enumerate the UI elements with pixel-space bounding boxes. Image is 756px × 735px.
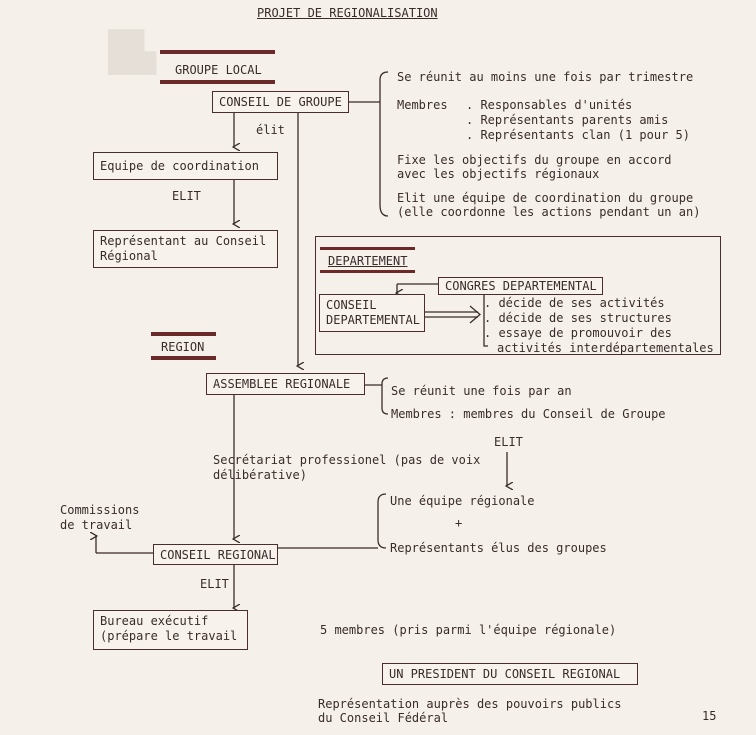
membre-bullet-2: . Représentants parents amis [466,113,669,127]
conseil-de-groupe-box: CONSEIL DE GROUPE [212,91,349,113]
section-bar-groupe [160,50,275,54]
heading-groupe-local: GROUPE LOCAL [175,63,262,77]
commissions-line-1: Commissions [60,503,140,517]
fixe-line-2: avec les objectifs régionaux [397,167,600,181]
elit-label-4: ELIT [200,577,229,591]
conseil-regional-box: CONSEIL REGIONAL [153,544,278,565]
bleed-through-texture: ███ ████ [108,29,157,75]
section-bar-region-bottom [151,356,216,360]
departement-bar-top [320,247,415,250]
representant-line-1: Représentant au Conseil [100,234,267,248]
equipe-regionale: Une équipe régionale [390,494,535,508]
representant-box: Représentant au Conseil Régional [93,230,278,268]
heading-departement: DEPARTEMENT [328,254,408,268]
conseil-reunit: Se réunit au moins une fois par trimestr… [397,70,694,84]
section-bar-groupe-bottom [160,80,275,84]
bureau-line-2: (prépare le travail [100,629,238,643]
representation-line-1: Représentation auprès des pouvoirs publi… [318,697,622,711]
conseil-dep-line-2: DEPARTEMENTAL [326,313,420,327]
representation-line-2: du Conseil Fédéral [318,711,449,725]
bureau-line-1: Bureau exécutif [100,614,209,628]
dep-item-3: . essaye de promouvoir des [484,326,672,340]
bureau-executif-box: Bureau exécutif (prépare le travail [93,610,248,650]
congres-departemental-box: CONGRES DEPARTEMENTAL [438,277,603,295]
membre-bullet-3: . Représentants clan (1 pour 5) [466,128,690,142]
membres-label: Membres [397,98,448,112]
secretariat-line-1: Secrétariat professionel (pas de voix [213,453,481,467]
cinq-membres: 5 membres (pris parmi l'équipe régionale… [320,623,617,637]
commissions-line-2: de travail [60,518,133,532]
departement-frame [315,236,721,355]
plus-sign: + [455,516,463,530]
elit-equipe-line-2: (elle coordonne les actions pendant un a… [397,205,701,219]
assemblee-membres: Membres : membres du Conseil de Groupe [391,407,666,421]
representant-line-2: Régional [100,249,158,263]
page-title: PROJET DE REGIONALISATION [257,6,438,20]
elit-label-1: élit [256,123,285,137]
dep-item-4: activités interdépartementales [497,341,714,355]
secretariat-line-2: délibérative) [213,468,307,482]
elit-label-3: ELIT [494,435,523,449]
departement-bar-bottom [320,270,415,273]
conseil-departemental-box: CONSEIL DEPARTEMENTAL [319,294,425,332]
elit-equipe-line-1: Elit une équipe de coordination du group… [397,191,694,205]
assemblee-regionale-box: ASSEMBLEE REGIONALE [206,373,365,395]
membre-bullet-1: . Responsables d'unités [466,98,633,112]
conseil-dep-line-1: CONSEIL [326,298,377,312]
heading-region: REGION [161,340,205,354]
dep-item-2: . décide de ses structures [484,311,672,325]
section-bar-region [151,332,216,336]
dep-item-1: . décide de ses activités [484,296,665,310]
elit-label-2: ELIT [172,189,201,203]
fixe-line-1: Fixe les objectifs du groupe en accord [397,153,672,167]
equipe-coordination-box: Equipe de coordination [93,152,278,180]
representants-elus: Représentants élus des groupes [390,541,607,555]
president-box: UN PRESIDENT DU CONSEIL REGIONAL [382,663,638,685]
page-number: 15 [702,709,717,723]
assemblee-reunit: Se réunit une fois par an [391,384,572,398]
